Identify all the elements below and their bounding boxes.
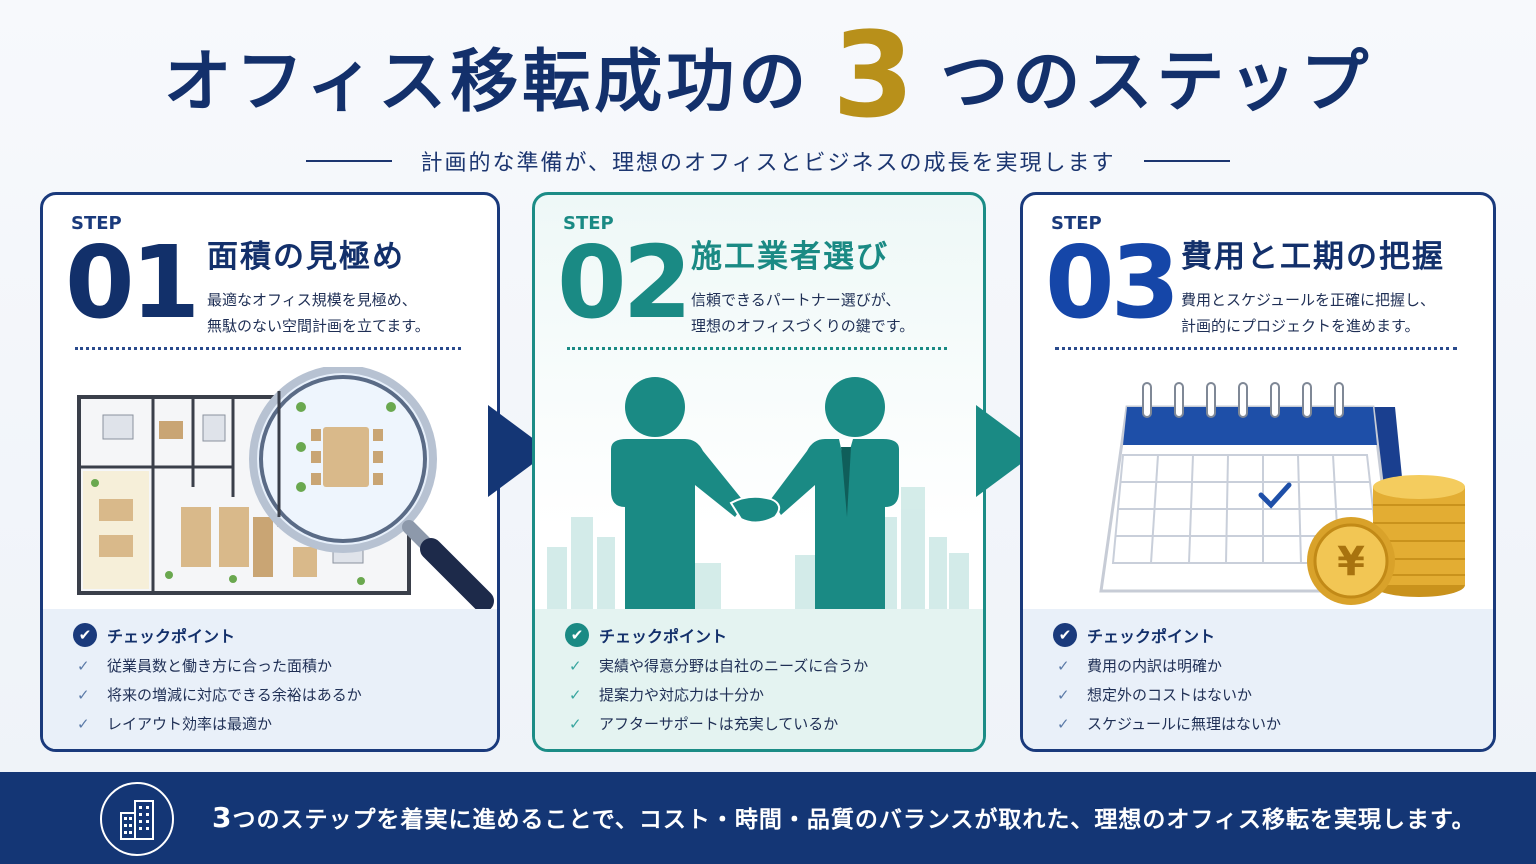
check-icon: ✓	[569, 656, 582, 675]
step-description: 信頼できるパートナー選びが、 理想のオフィスづくりの鍵です。	[691, 287, 914, 339]
list-item: ✓従業員数と働き方に合った面積か	[77, 656, 333, 676]
footer-number: 3	[212, 801, 233, 834]
desc-line: 無駄のない空間計画を立てます。	[207, 317, 430, 335]
check-icon: ✓	[77, 685, 90, 704]
check-icon: ✓	[569, 714, 582, 733]
step-title: 費用と工期の把握	[1181, 239, 1445, 275]
list-item: ✓アフターサポートは充実しているか	[569, 714, 839, 734]
subtitle: 計画的な準備が、理想のオフィスとビジネスの成長を実現します	[0, 144, 1536, 178]
dotted-divider	[567, 347, 947, 350]
step-description: 費用とスケジュールを正確に把握し、 計画的にプロジェクトを進めます。	[1181, 287, 1435, 339]
title-number: 3	[832, 6, 919, 144]
check-icon: ✓	[569, 685, 582, 704]
dotted-divider	[1055, 347, 1457, 350]
floor-plan-magnifier-icon	[77, 367, 494, 612]
arrow-right-icon	[488, 405, 550, 497]
desc-line: 最適なオフィス規模を見極め、	[207, 291, 417, 309]
footer-text: 3つのステップを着実に進めることで、コスト・時間・品質のバランスが取れた、理想の…	[212, 800, 1476, 834]
check-icon: ✓	[1057, 685, 1070, 704]
desc-line: 計画的にプロジェクトを進めます。	[1181, 317, 1420, 335]
checkpoint-list: ✓費用の内訳は明確か ✓想定外のコストはないか ✓スケジュールに無理はないか	[1057, 651, 1281, 738]
list-item: ✓費用の内訳は明確か	[1057, 656, 1223, 676]
checkpoint-title: チェックポイント	[599, 627, 728, 646]
step-title: 施工業者選び	[691, 239, 889, 275]
checkpoint-list: ✓実績や得意分野は自社のニーズに合うか ✓提案力や対応力は十分か ✓アフターサポ…	[569, 651, 868, 738]
step-title: 面積の見極め	[207, 239, 405, 275]
checkpoint-area: ✔ チェックポイント ✓実績や得意分野は自社のニーズに合うか ✓提案力や対応力は…	[535, 609, 983, 749]
title-part1: オフィス移転成功の	[163, 42, 811, 122]
checkpoint-title: チェックポイント	[1087, 627, 1216, 646]
list-item: ✓レイアウト効率は最適か	[77, 714, 273, 734]
checkpoint-list: ✓従業員数と働き方に合った面積か ✓将来の増減に対応できる余裕はあるか ✓レイア…	[77, 651, 362, 738]
checkpoint-area: ✔ チェックポイント ✓従業員数と働き方に合った面積か ✓将来の増減に対応できる…	[43, 609, 497, 749]
footer-message: つのステップを着実に進めることで、コスト・時間・品質のバランスが取れた、理想のオ…	[232, 807, 1476, 833]
list-item: ✓スケジュールに無理はないか	[1057, 714, 1281, 734]
main-title: オフィス移転成功の 3 つのステップ	[0, 16, 1536, 134]
list-item: ✓将来の増減に対応できる余裕はあるか	[77, 685, 362, 705]
checkpoint-header: ✔ チェックポイント	[1053, 623, 1215, 647]
check-icon: ✓	[1057, 656, 1070, 675]
yen-icon: ¥	[1337, 539, 1365, 585]
step-number: 02	[557, 224, 692, 341]
subtitle-rule-right	[1143, 160, 1230, 162]
list-item: ✓提案力や対応力は十分か	[569, 685, 765, 705]
desc-line: 費用とスケジュールを正確に把握し、	[1181, 291, 1435, 309]
step-number: 01	[65, 224, 200, 341]
checkpoint-header: ✔ チェックポイント	[565, 623, 727, 647]
checkpoint-header: ✔ チェックポイント	[73, 623, 235, 647]
desc-line: 理想のオフィスづくりの鍵です。	[691, 317, 915, 335]
step-number: 03	[1045, 224, 1180, 341]
list-item: ✓想定外のコストはないか	[1057, 685, 1253, 705]
check-icon: ✓	[77, 714, 90, 733]
title-part2: つのステップ	[940, 42, 1373, 122]
step-label: STEP	[563, 213, 614, 234]
calendar-coins-icon: ¥	[1099, 382, 1465, 605]
desc-line: 信頼できるパートナー選びが、	[691, 291, 901, 309]
step-description: 最適なオフィス規模を見極め、 無駄のない空間計画を立てます。	[207, 287, 430, 339]
step-card-2: STEP 02 施工業者選び 信頼できるパートナー選びが、 理想のオフィスづくり…	[532, 192, 986, 752]
checkpoint-area: ✔ チェックポイント ✓費用の内訳は明確か ✓想定外のコストはないか ✓スケジュ…	[1023, 609, 1493, 749]
footer-banner: 3つのステップを着実に進めることで、コスト・時間・品質のバランスが取れた、理想の…	[0, 772, 1536, 864]
check-circle-icon: ✔	[73, 623, 97, 647]
step-label: STEP	[71, 213, 122, 234]
step-card-3: STEP 03 費用と工期の把握 費用とスケジュールを正確に把握し、 計画的にプ…	[1020, 192, 1496, 752]
check-circle-icon: ✔	[565, 623, 589, 647]
step-card-1: STEP 01 面積の見極め 最適なオフィス規模を見極め、 無駄のない空間計画を…	[40, 192, 500, 752]
building-icon	[100, 782, 174, 856]
step-label: STEP	[1051, 213, 1102, 234]
arrow-right-icon	[976, 405, 1038, 497]
check-icon: ✓	[1057, 714, 1070, 733]
list-item: ✓実績や得意分野は自社のニーズに合うか	[569, 656, 869, 676]
checkpoint-title: チェックポイント	[107, 627, 236, 646]
check-icon: ✓	[77, 656, 90, 675]
check-circle-icon: ✔	[1053, 623, 1077, 647]
subtitle-rule-left	[306, 160, 393, 162]
subtitle-text: 計画的な準備が、理想のオフィスとビジネスの成長を実現します	[420, 151, 1116, 176]
handshake-icon	[547, 377, 969, 615]
dotted-divider	[75, 347, 461, 350]
